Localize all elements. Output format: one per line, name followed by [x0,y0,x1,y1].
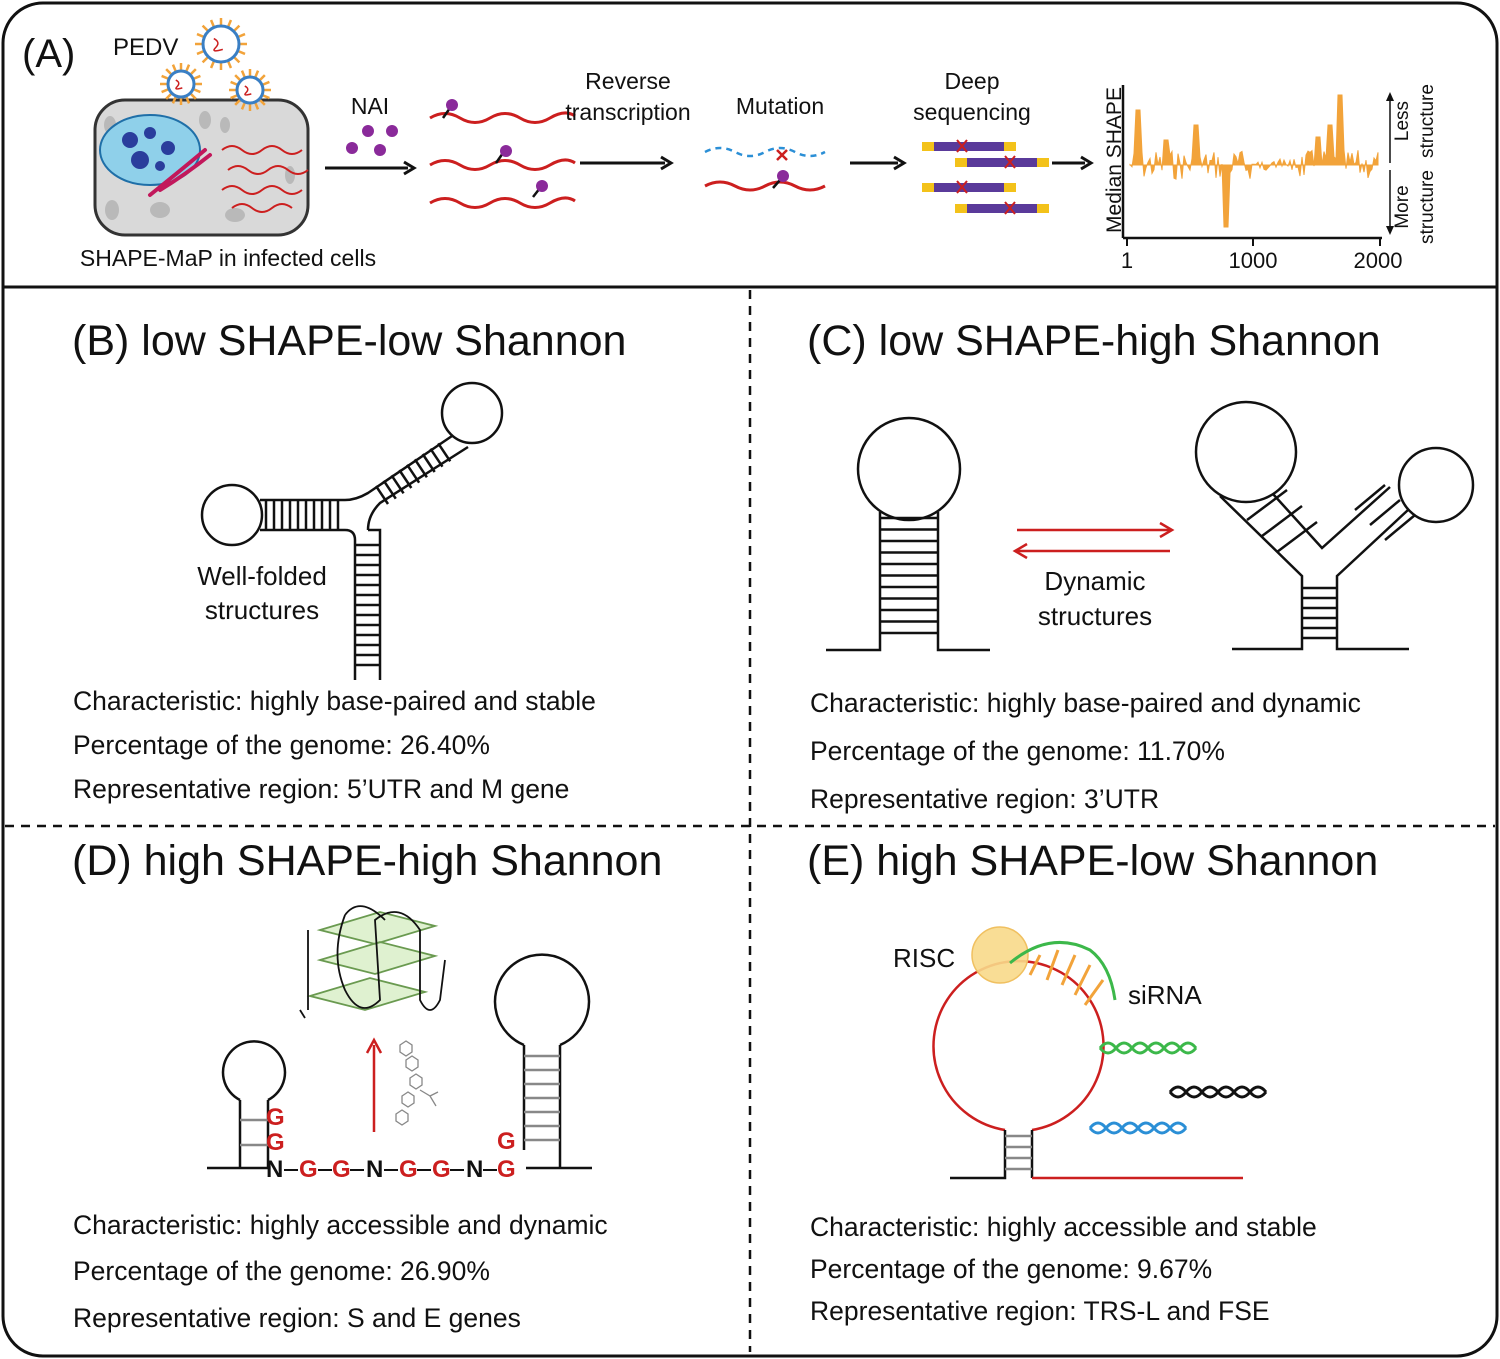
g-quadruplex-structure [299,905,446,1019]
risc-complex [971,926,1029,984]
base-pair-rungs-c-right [1246,484,1416,640]
panel-e-region: Representative region: TRS-L and FSE [810,1296,1270,1326]
intracellular-rna [221,145,309,213]
single-hairpin [826,416,990,652]
base-pair-rungs-b [264,442,452,667]
branched-structure [1194,400,1475,651]
panel-d-title: (D) high SHAPE-high Shannon [72,837,663,885]
less-label-line2: structure [1417,84,1438,158]
seq-n-1: N [266,1156,284,1183]
read-1 [922,139,1016,153]
nucleus [99,114,201,186]
x-tick-1: 1 [1120,248,1134,273]
base-pair-rungs-d [240,1054,560,1147]
panel-b-title: (B) low SHAPE-low Shannon [72,317,627,365]
sirna-helix-1 [1098,1041,1198,1055]
seq-g-2: G [332,1156,351,1183]
shape-profile-trace [1129,94,1379,228]
seq-n-2: N [366,1156,384,1183]
mutation-label: Mutation [735,93,825,119]
stem-g-left-1: G [266,1104,285,1131]
panel-c-title: (C) low SHAPE-high Shannon [807,317,1381,365]
seq-g-4: G [432,1156,451,1183]
sirna-helix-3 [1088,1121,1188,1135]
stem-g-left-2: G [266,1129,285,1156]
well-folded-structure [200,381,504,680]
small-molecule-ligand [395,1040,439,1126]
nai-molecules [346,125,398,156]
panel-d-percentage: Percentage of the genome: 26.90% [73,1256,490,1286]
panel-b-structure-label-1: Well-folded [197,561,327,591]
read-3 [922,180,1016,194]
nai-modified-rna [429,99,576,209]
read-2 [955,155,1049,169]
base-pair-rungs-e [1005,1134,1032,1171]
seq-g-3: G [399,1156,418,1183]
mutation-cdna [704,146,826,192]
virion-3 [229,69,271,111]
shape-profile-plot [1121,85,1394,246]
panel-d-region: Representative region: S and E genes [73,1303,521,1333]
y-axis-label: Median SHAPE [1103,87,1126,233]
sirna-helices [1088,1041,1268,1135]
panel-e-percentage: Percentage of the genome: 9.67% [810,1254,1213,1284]
nai-label: NAI [350,93,390,119]
virion-2 [160,63,202,105]
panel-b-percentage: Percentage of the genome: 26.40% [73,730,490,760]
sirna-helix-2 [1168,1085,1268,1099]
sequencing-reads [922,139,1049,215]
cell-caption: SHAPE-MaP in infected cells [79,245,377,271]
risc-label: RISC [893,943,956,973]
stem-g-right: G [497,1128,516,1155]
read-4 [955,201,1049,215]
pedv-virions [160,18,271,111]
panel-c-structure-label-1: Dynamic [1044,566,1146,596]
equilibrium-arrows [1012,521,1175,560]
panel-c-region: Representative region: 3’UTR [810,784,1160,814]
sirna-guide-duplex [1009,940,1117,1006]
er-organelle [148,148,212,197]
rt-label-line2: transcription [565,99,691,125]
seq-n-3: N [466,1156,484,1183]
panel-e-title: (E) high SHAPE-low Shannon [807,837,1379,885]
sirna-label: siRNA [1128,980,1202,1010]
base-pair-rungs-c-left [880,516,938,635]
seq-g-5: G [497,1156,516,1183]
rt-label-line1: Reverse [585,68,671,94]
seq-g-1: G [299,1156,318,1183]
x-tick-1000: 1000 [1228,248,1278,273]
pedv-label: PEDV [113,34,179,61]
panel-e-characteristic: Characteristic: highly accessible and st… [810,1212,1317,1242]
panel-b-characteristic: Characteristic: highly base-paired and s… [73,686,596,716]
panel-b-region: Representative region: 5’UTR and M gene [73,774,570,804]
g-rich-rna-strand [207,953,592,1170]
more-label-line1: More [1392,185,1413,229]
panel-b-structure-label-2: structures [204,595,320,625]
panel-d-characteristic: Characteristic: highly accessible and dy… [73,1210,608,1240]
more-label-line2: structure [1417,170,1438,244]
seq-label-line2: sequencing [913,99,1031,125]
virion-1 [195,18,247,70]
panel-c-structure-label-2: structures [1037,601,1153,631]
less-label-line1: Less [1392,100,1413,142]
seq-label-line1: Deep [944,68,1000,94]
panel-c-characteristic: Characteristic: highly base-paired and d… [810,688,1361,718]
x-tick-2000: 2000 [1353,248,1403,273]
panel-a-label: (A) [22,32,76,76]
panel-c-percentage: Percentage of the genome: 11.70% [810,736,1225,766]
